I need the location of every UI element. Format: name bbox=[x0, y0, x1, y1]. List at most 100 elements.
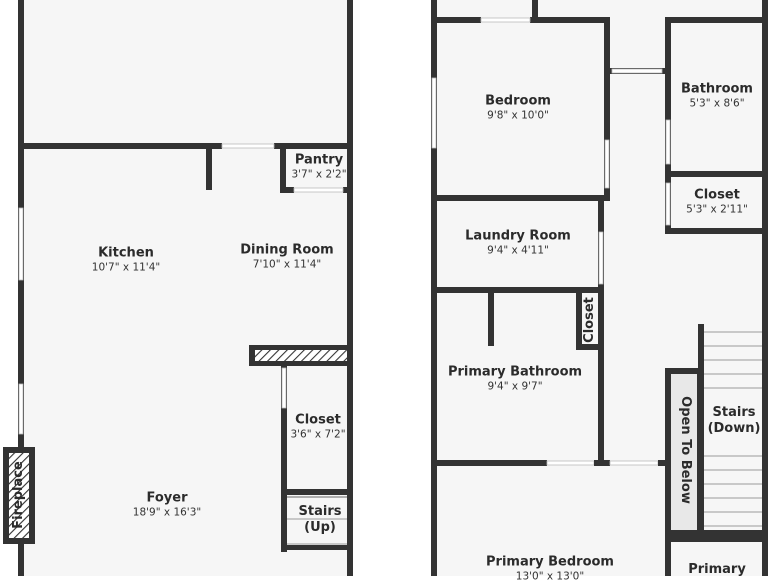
door-laundry bbox=[598, 231, 604, 285]
wall-closet-left bbox=[281, 366, 287, 552]
wall-closet-bath-bottom bbox=[665, 228, 768, 234]
room-dimensions: 7'10" x 11'4" bbox=[252, 258, 322, 271]
area-name: Open To Below bbox=[678, 396, 694, 504]
room-name: Stairs bbox=[712, 404, 756, 420]
stairs-direction: (Down) bbox=[707, 421, 761, 436]
wall-small-closet-bottom bbox=[576, 344, 604, 350]
wall-primary-bed-top bbox=[658, 460, 668, 466]
wall-primary-bath-bottom bbox=[431, 460, 547, 466]
wall-right-outer-right bbox=[762, 0, 768, 576]
stairs-up-treads bbox=[281, 496, 353, 550]
wall-top-stub-3 bbox=[532, 0, 538, 20]
room-dimensions: 5'3" x 2'11" bbox=[686, 203, 748, 216]
window-bedroom-left bbox=[431, 77, 437, 149]
wall-primary-bath-bottom-b bbox=[594, 460, 610, 466]
door-bedroom bbox=[604, 139, 610, 189]
room-name: Primary Bedroom bbox=[486, 554, 614, 570]
wall-kitchen-top-b bbox=[274, 143, 353, 149]
wall-pantry-left bbox=[280, 146, 286, 192]
room-name: Stairs bbox=[298, 503, 342, 519]
door-closet-main bbox=[281, 367, 287, 409]
room-name: Kitchen bbox=[98, 245, 154, 261]
room-name: Bathroom bbox=[681, 81, 753, 97]
wall-primary-partial-top bbox=[665, 536, 768, 542]
rail-open-below-inner bbox=[671, 374, 697, 530]
floor-top-left bbox=[22, 0, 350, 146]
room-dining: Dining Room 7'10" x 11'4" bbox=[240, 242, 333, 271]
wall-left-right-outer bbox=[347, 0, 353, 576]
wall-stub-kitchen bbox=[206, 146, 212, 190]
wall-bathroom-top bbox=[665, 17, 768, 23]
window-left-2 bbox=[18, 383, 24, 435]
floor-pantry bbox=[283, 149, 347, 189]
wall-primary-bath-stub bbox=[488, 290, 494, 346]
room-name: Fireplace bbox=[10, 461, 26, 529]
door-pantry bbox=[293, 187, 344, 193]
room-dimensions: 9'8" x 10'0" bbox=[487, 109, 549, 122]
stairs-direction: (Up) bbox=[304, 520, 336, 535]
room-bathroom: Bathroom 5'3" x 8'6" bbox=[681, 81, 753, 110]
stairs-down-bottom bbox=[698, 530, 768, 536]
wall-pantry-bottom-b bbox=[343, 187, 353, 193]
room-dimensions: 9'4" x 9'7" bbox=[487, 380, 543, 393]
room-name: Primary Bathroom bbox=[447, 364, 583, 380]
room-name: Primary bbox=[688, 561, 746, 577]
room-name: Closet bbox=[581, 297, 597, 343]
room-laundry: Laundry Room 9'4" x 4'11" bbox=[465, 228, 571, 257]
room-primary-bed: Primary Bedroom 13'0" x 13'0" bbox=[486, 554, 614, 583]
door-closet-bath bbox=[665, 182, 671, 226]
room-dimensions: 10'7" x 11'4" bbox=[91, 261, 161, 274]
room-name: Pantry bbox=[294, 152, 344, 168]
wall-bathroom-bottom bbox=[665, 171, 768, 177]
door-hall bbox=[611, 68, 663, 74]
room-dimensions: 3'7" x 2'2" bbox=[291, 168, 347, 181]
wall-bedroom-right bbox=[604, 17, 610, 197]
door-primary-bed bbox=[609, 460, 659, 466]
counter-hatch bbox=[255, 350, 347, 361]
room-dimensions: 5'3" x 8'6" bbox=[689, 97, 745, 110]
room-stairs-up: Stairs (Up) bbox=[299, 504, 342, 537]
stairs-down-frame bbox=[698, 324, 704, 536]
fireplace-hatch bbox=[9, 453, 29, 538]
room-foyer: Foyer 18'9" x 16'3" bbox=[133, 490, 201, 519]
room-closet-small: Closet bbox=[582, 297, 598, 343]
room-name: Dining Room bbox=[240, 242, 334, 258]
window-kitchen-top bbox=[221, 143, 275, 149]
room-stairs-down: Stairs (Down) bbox=[708, 405, 761, 438]
room-primary-partial: Primary bbox=[688, 562, 746, 578]
wall-bedroom-bottom bbox=[431, 195, 610, 201]
room-name: Laundry Room bbox=[465, 228, 571, 244]
room-kitchen: Kitchen 10'7" x 11'4" bbox=[92, 245, 160, 274]
wall-top-stub-2 bbox=[530, 17, 610, 23]
room-dimensions: 9'4" x 4'11" bbox=[487, 244, 549, 257]
wall-top-stub-1 bbox=[431, 17, 481, 23]
room-dimensions: 3'6" x 7'2" bbox=[290, 428, 346, 441]
door-primary-bath bbox=[546, 460, 595, 466]
room-dimensions: 13'0" x 13'0" bbox=[515, 570, 585, 583]
room-fireplace: Fireplace bbox=[11, 461, 27, 529]
door-bathroom bbox=[665, 119, 671, 165]
window-bedroom-top bbox=[480, 17, 531, 23]
wall-pantry-bottom bbox=[280, 187, 294, 193]
room-closet-bath: Closet 5'3" x 2'11" bbox=[686, 187, 748, 216]
label-open-below: Open To Below bbox=[677, 396, 693, 504]
wall-laundry-bottom bbox=[431, 287, 604, 293]
room-name: Closet bbox=[295, 412, 341, 428]
wall-primary-bath-right bbox=[598, 290, 604, 466]
room-name: Closet bbox=[694, 187, 740, 203]
room-pantry: Pantry 3'7" x 2'2" bbox=[291, 152, 346, 181]
room-name: Foyer bbox=[146, 490, 188, 506]
wall-closet-bottom bbox=[281, 489, 353, 495]
room-name: Bedroom bbox=[485, 93, 551, 109]
wall-left-outer bbox=[18, 0, 24, 576]
stairs-down-treads bbox=[704, 331, 762, 527]
window-left-1 bbox=[18, 207, 24, 281]
room-primary-bath: Primary Bathroom 9'4" x 9'7" bbox=[448, 364, 582, 393]
wall-small-closet-left bbox=[576, 290, 582, 350]
wall-kitchen-top bbox=[18, 143, 222, 149]
wall-primary-bed-right bbox=[665, 530, 671, 576]
room-closet-main: Closet 3'6" x 7'2" bbox=[290, 412, 345, 441]
room-bedroom: Bedroom 9'8" x 10'0" bbox=[485, 93, 551, 122]
